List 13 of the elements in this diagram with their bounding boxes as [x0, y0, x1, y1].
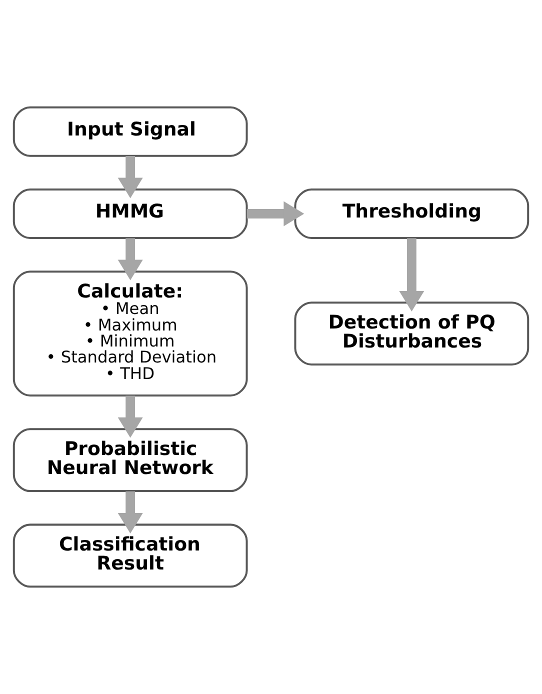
node-box: Classification Result — [12, 524, 248, 588]
arrow — [118, 491, 143, 534]
arrow — [118, 396, 143, 438]
arrow — [246, 201, 304, 226]
arrow — [399, 238, 424, 312]
node-box: Detection of PQ Disturbances — [294, 302, 530, 366]
node-box: Probabilistic Neural Network — [12, 428, 248, 492]
node-box: HMMG — [12, 188, 248, 239]
node-box: Thresholding — [294, 188, 530, 239]
node-box: Input Signal — [12, 106, 248, 157]
arrow — [118, 238, 143, 280]
node-box: Calculate: • Mean • Maximum • Minimum • Standard Deviation • THD — [12, 270, 248, 396]
arrow — [118, 156, 143, 198]
